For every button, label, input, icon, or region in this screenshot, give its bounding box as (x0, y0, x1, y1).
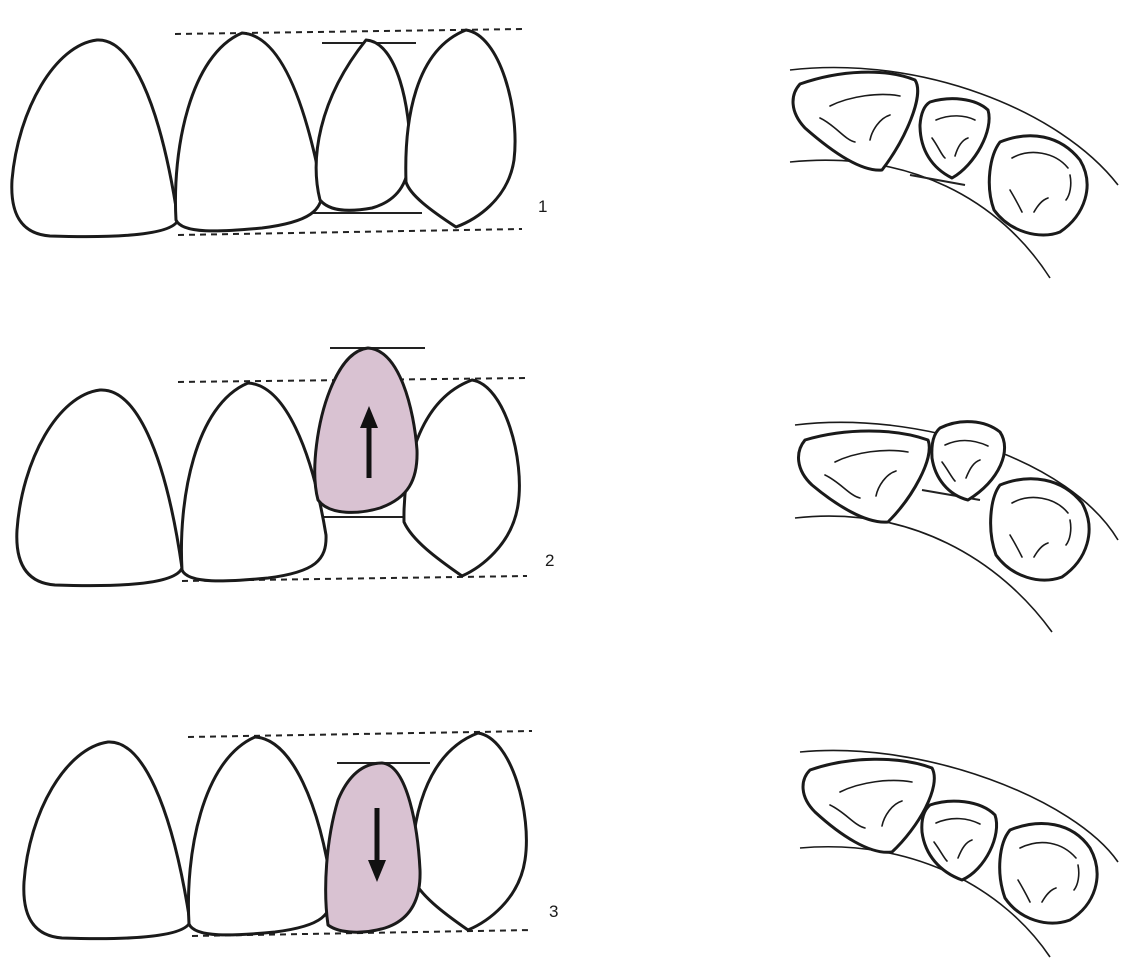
central-incisor-right (181, 383, 326, 581)
occlusal-central-tooth (793, 72, 918, 170)
central-incisor-left (24, 742, 190, 939)
panel-2-front-view: 2 (17, 348, 555, 586)
occlusal-canine-tooth (989, 136, 1087, 235)
panel-3-front-view: 3 (24, 731, 559, 939)
central-incisor-right (188, 737, 332, 935)
panel-2-label: 2 (545, 551, 554, 570)
central-incisor-right (175, 33, 322, 231)
occlusal-lateral-tooth (922, 801, 997, 880)
canine (406, 30, 515, 227)
central-incisor-left (12, 40, 178, 237)
panel-3-occlusal-view (800, 750, 1118, 957)
central-incisor-left (17, 390, 182, 586)
lateral-incisor-intruded (326, 763, 420, 932)
panel-2: 2 (17, 348, 1118, 632)
panel-3-label: 3 (549, 902, 558, 921)
panel-1: 1 (12, 29, 1118, 278)
occlusal-lateral-tooth (920, 99, 989, 178)
occlusal-canine-tooth (991, 479, 1089, 580)
panel-1-label: 1 (538, 197, 547, 216)
panel-2-occlusal-view (795, 422, 1118, 632)
panel-3: 3 (24, 731, 1118, 957)
occlusal-canine-tooth (1000, 824, 1097, 923)
canine (404, 380, 519, 576)
occlusal-central-tooth (803, 759, 934, 852)
occlusal-central-tooth (799, 431, 930, 522)
panel-1-occlusal-view (790, 68, 1118, 278)
lateral-incisor (316, 40, 410, 210)
occlusal-lateral-tooth-displaced (932, 422, 1005, 500)
panel-1-front-view: 1 (12, 29, 548, 237)
lateral-incisor-extruded (315, 348, 417, 512)
